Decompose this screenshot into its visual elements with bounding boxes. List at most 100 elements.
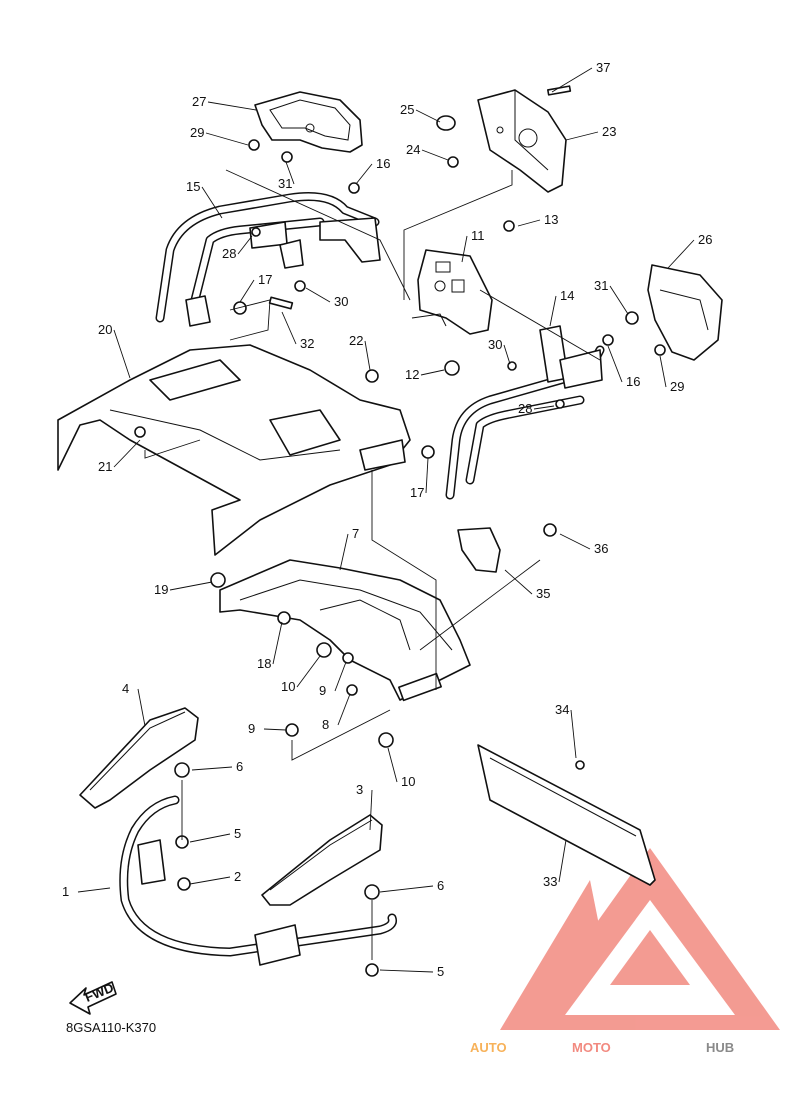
callout-number: 5 [437,964,444,979]
callout-number: 12 [405,367,419,382]
watermark-text: AUTO MOTO HUB [470,1040,734,1055]
callout-number: 26 [698,232,712,247]
part-35-bracket [457,527,501,573]
callout-leader [565,131,599,141]
callout-leader [113,329,131,379]
callout-leader [305,287,331,303]
callout-number: 10 [281,679,295,694]
leader-lines [144,169,601,960]
part-33-plate [477,744,656,886]
part-20-panel [57,344,411,556]
callout-leader [387,747,398,783]
callout-leader [415,109,441,123]
callout-number: 22 [349,333,363,348]
callout-number: 14 [560,288,574,303]
callout-leader [369,789,373,831]
callout-leader [281,311,297,345]
part-3-side-piece [261,814,383,906]
fwd-arrow-icon: FWD [69,980,117,1015]
callout-leader [334,661,347,692]
callout-number: 36 [594,541,608,556]
callout-number: 35 [536,586,550,601]
callout-number: 32 [300,336,314,351]
callout-leader [607,345,623,383]
callout-leader [420,369,445,376]
callout-number: 1 [62,884,69,899]
callout-leader [339,533,349,571]
part-14-rail [445,325,605,500]
callout-leader [189,833,231,843]
callout-number: 33 [543,874,557,889]
callout-leader [659,355,667,388]
callout-number: 29 [190,125,204,140]
callout-number: 19 [154,582,168,597]
callout-number: 10 [401,774,415,789]
part-4-side-piece [79,707,199,809]
part-25-cap [436,115,456,131]
callout-number: 31 [278,176,292,191]
part-32-strip [268,296,294,310]
callout-leader [425,457,429,494]
callout-leader [504,569,533,595]
part-26-cover [647,264,723,361]
callout-number: 15 [186,179,200,194]
callout-number: 2 [234,869,241,884]
callout-leader [263,728,287,731]
callout-number: 30 [488,337,502,352]
callout-leader [517,219,541,227]
callout-leader [364,340,371,371]
callout-leader [169,581,213,591]
watermark-logo [500,848,780,1030]
callout-leader [355,163,373,185]
callout-number: 5 [234,826,241,841]
callout-number: 21 [98,459,112,474]
callout-leader [533,405,555,410]
callout-leader [113,439,141,468]
callout-number: 31 [594,278,608,293]
callout-leader [137,688,146,727]
callout-number: 6 [437,878,444,893]
callout-number: 4 [122,681,129,696]
watermark-part2: MOTO [572,1040,611,1055]
callout-number: 17 [410,485,424,500]
callout-leader [205,132,249,146]
callout-number: 9 [248,721,255,736]
callout-number: 18 [257,656,271,671]
callout-leader [237,235,253,255]
callout-leader [551,67,593,93]
part-27-cover [254,91,363,153]
part-11-bracket [411,249,493,335]
callout-leader [296,655,321,688]
callout-leader [201,186,223,219]
part-7-frame [219,559,471,702]
callout-leader [559,533,591,550]
callout-leader [379,969,434,973]
callout-leader [558,839,567,883]
callout-number: 7 [352,526,359,541]
callout-number: 6 [236,759,243,774]
callout-number: 34 [555,702,569,717]
callout-leader [570,709,577,759]
callout-number: 11 [471,228,485,243]
callout-number: 25 [400,102,414,117]
callout-number: 27 [192,94,206,109]
callout-leader [191,766,233,771]
callout-number: 8 [322,717,329,732]
callout-leader [461,235,468,263]
callout-leader [503,344,511,365]
callout-number: 28 [518,401,532,416]
part-23-box [477,89,567,193]
callout-number: 13 [544,212,558,227]
callout-leader [337,693,351,726]
callout-leader [189,876,231,885]
watermark-part3: HUB [706,1040,734,1055]
callout-number: 16 [376,156,390,171]
part-15-rail [155,192,381,327]
callout-leader [272,621,283,665]
callout-number: 17 [258,272,272,287]
diagram-code: 8GSA110-K370 [66,1020,156,1035]
callout-number: 24 [406,142,420,157]
